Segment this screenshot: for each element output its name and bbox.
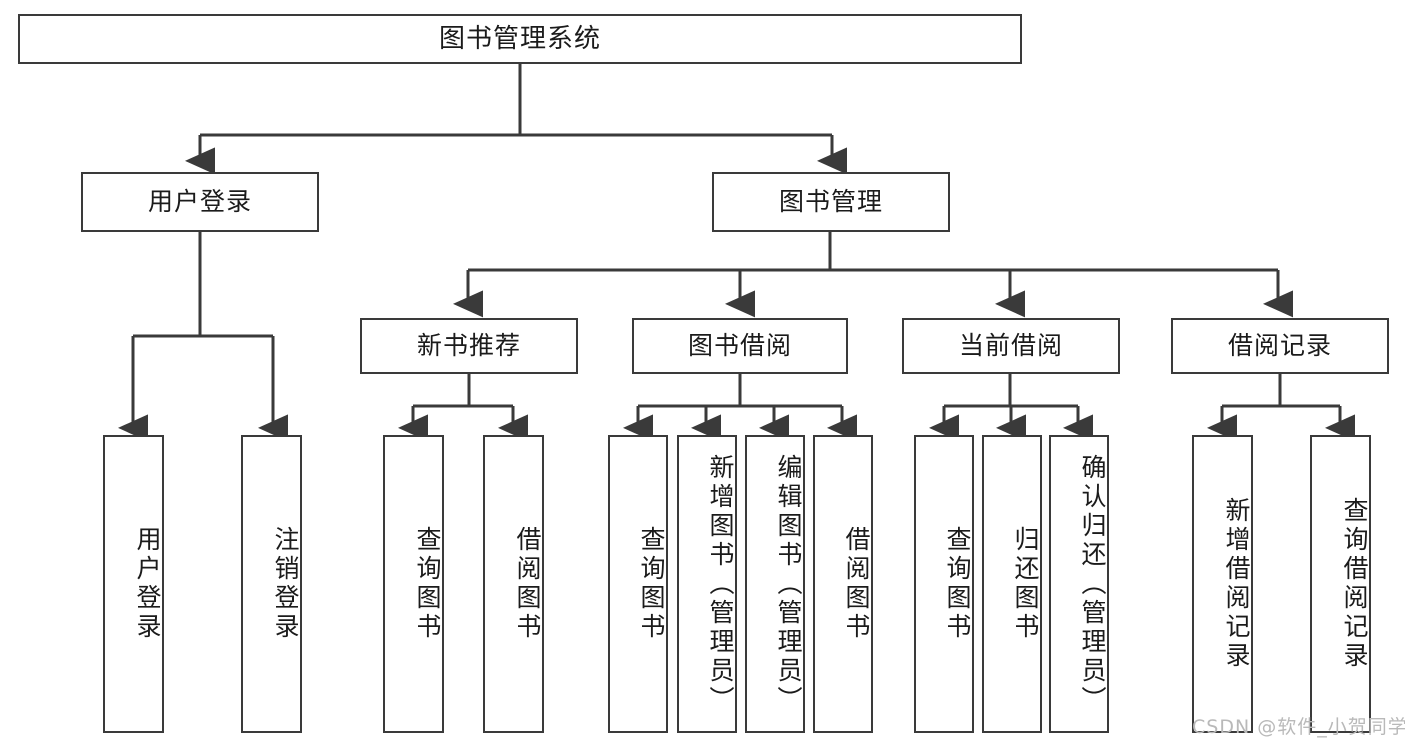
leaf-query-book-2[interactable]: 查询图书: [608, 435, 668, 733]
leaf-label: 借阅图书: [842, 526, 871, 642]
leaf-label: 查询借阅记录: [1340, 497, 1369, 671]
leaf-confirm-return-admin[interactable]: 确认归还（管理员）: [1049, 435, 1109, 733]
leaf-borrow-book-2[interactable]: 借阅图书: [813, 435, 873, 733]
node-book-borrow[interactable]: 图书借阅: [632, 318, 848, 374]
leaf-add-book-admin[interactable]: 新增图书（管理员）: [677, 435, 737, 733]
leaf-edit-book-admin[interactable]: 编辑图书（管理员）: [745, 435, 805, 733]
leaf-label: 借阅图书: [513, 526, 542, 642]
node-new-book-recommend[interactable]: 新书推荐: [360, 318, 578, 374]
leaf-label: 查询图书: [943, 526, 972, 642]
leaf-logout-login[interactable]: 注销登录: [241, 435, 302, 733]
leaf-label: 确认归还（管理员）: [1078, 453, 1107, 715]
node-book-manage[interactable]: 图书管理: [712, 172, 950, 232]
leaf-label: 归还图书: [1011, 526, 1040, 642]
leaf-query-book-3[interactable]: 查询图书: [914, 435, 974, 733]
leaf-label: 新增图书（管理员）: [706, 453, 735, 715]
leaf-label: 查询图书: [413, 526, 442, 642]
node-user-login[interactable]: 用户登录: [81, 172, 319, 232]
csdn-watermark: CSDN @软件_小贺同学: [1192, 716, 1405, 738]
node-root[interactable]: 图书管理系统: [18, 14, 1022, 64]
leaf-label: 注销登录: [271, 526, 300, 642]
leaf-user-login[interactable]: 用户登录: [103, 435, 164, 733]
leaf-query-record[interactable]: 查询借阅记录: [1310, 435, 1371, 733]
leaf-query-book-1[interactable]: 查询图书: [383, 435, 444, 733]
leaf-label: 新增借阅记录: [1222, 497, 1251, 671]
leaf-borrow-book-1[interactable]: 借阅图书: [483, 435, 544, 733]
leaf-add-record[interactable]: 新增借阅记录: [1192, 435, 1253, 733]
node-borrow-record[interactable]: 借阅记录: [1171, 318, 1389, 374]
node-current-borrow[interactable]: 当前借阅: [902, 318, 1120, 374]
leaf-return-book[interactable]: 归还图书: [982, 435, 1042, 733]
leaf-label: 用户登录: [133, 526, 162, 642]
leaf-label: 编辑图书（管理员）: [774, 453, 803, 715]
leaf-label: 查询图书: [637, 526, 666, 642]
